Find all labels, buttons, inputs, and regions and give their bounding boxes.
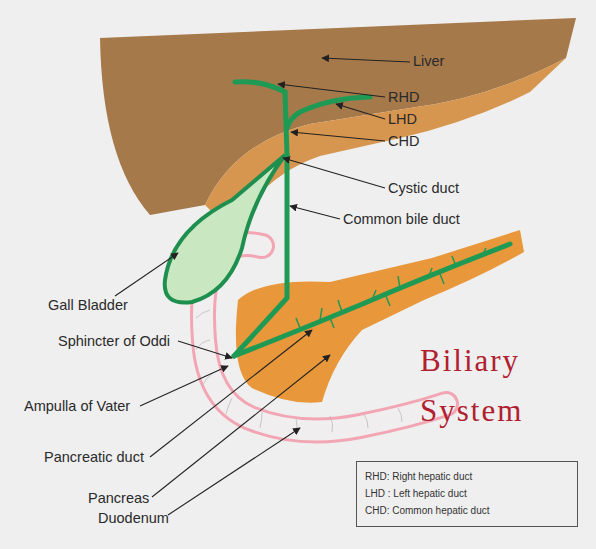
part-label: CHD (388, 133, 419, 149)
part-label: Liver (413, 53, 444, 69)
legend-entry: RHD: Right hepatic duct (365, 468, 577, 485)
liver-shape (100, 18, 576, 215)
part-label: Pancreas (88, 490, 149, 506)
part-label: Common bile duct (343, 211, 460, 227)
legend-box: RHD: Right hepatic ductLHD : Left hepati… (356, 461, 578, 527)
bile-ducts (234, 82, 510, 356)
part-label: Sphincter of Oddi (58, 333, 170, 349)
part-label: Cystic duct (388, 180, 459, 196)
part-label: Duodenum (98, 510, 169, 526)
liver-underside (205, 58, 566, 232)
part-label: Gall Bladder (48, 297, 128, 313)
part-label: Pancreatic duct (44, 449, 144, 465)
pancreatic-branches (296, 248, 486, 328)
gall-bladder-shape (165, 155, 285, 303)
legend-entry: LHD : Left hepatic duct (365, 485, 577, 502)
part-label: LHD (388, 111, 417, 127)
leader-lines (115, 58, 410, 515)
part-label: Ampulla of Vater (24, 398, 130, 414)
diagram-title: Biliary System (420, 336, 592, 436)
legend-entry: CHD: Common hepatic duct (365, 502, 577, 519)
part-label: RHD (388, 89, 419, 105)
